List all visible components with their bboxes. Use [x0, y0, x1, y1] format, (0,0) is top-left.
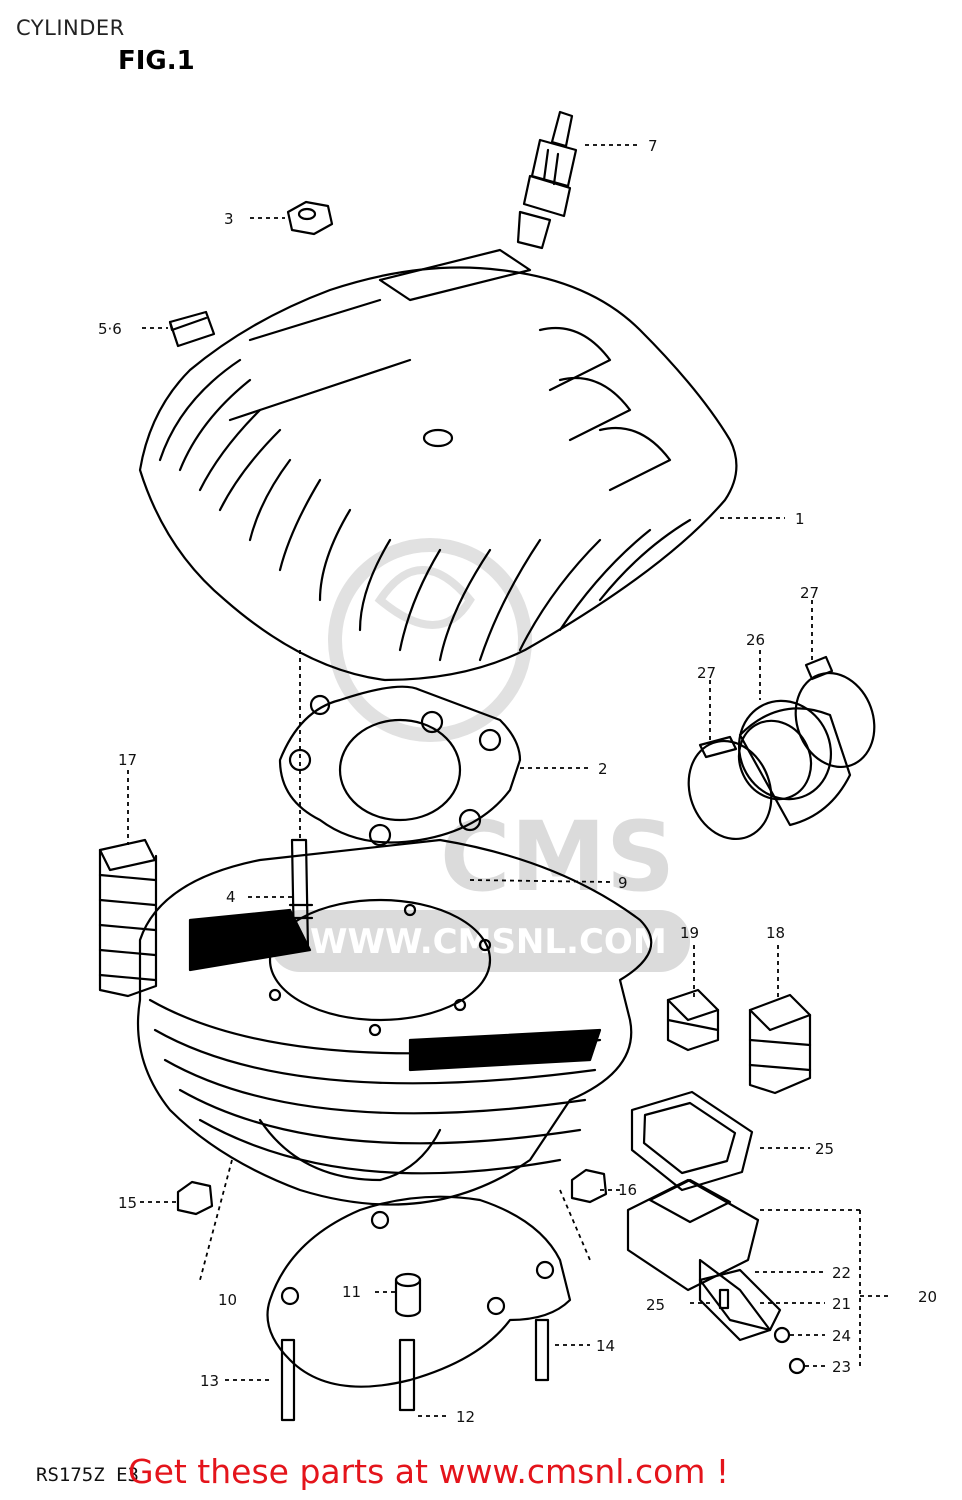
- rubber-stack-16: [98, 838, 158, 998]
- watermark-brand: CMS: [440, 801, 675, 913]
- callout-13: 14: [596, 1337, 615, 1355]
- callout-11: 12: [456, 1408, 475, 1426]
- stud-13: [534, 1318, 550, 1382]
- callout-9: 10: [218, 1291, 237, 1309]
- figure-label: FIG.1: [118, 46, 195, 76]
- callout-labels: 7 3 5·6 1 27 26 27 17 2 9 4 19 18 25 16 …: [98, 137, 937, 1426]
- cylinder-nut-left: [176, 1180, 214, 1216]
- spark-plug: [516, 110, 578, 250]
- callout-1: 1: [795, 510, 805, 528]
- callout-12: 13: [200, 1372, 219, 1390]
- washer-5-6: [168, 310, 216, 348]
- callout-21: 22: [832, 1264, 851, 1282]
- callout-10: 11: [342, 1283, 361, 1301]
- washer-23: [773, 1326, 791, 1344]
- stud-11: [398, 1338, 416, 1412]
- callout-24: 25: [815, 1140, 834, 1158]
- hose-clamp-27b: [794, 671, 876, 769]
- callout-23: 24: [832, 1327, 851, 1345]
- callout-8: 9: [618, 874, 628, 892]
- rubber-block-18: [666, 988, 720, 1052]
- cylinder-head: [138, 248, 738, 682]
- callout-4: 4: [226, 888, 236, 906]
- callout-25: 25: [646, 1296, 665, 1314]
- head-gasket: [278, 685, 522, 847]
- cylinder-nut-right: [570, 1168, 608, 1204]
- reed-valve-15: [626, 1178, 772, 1342]
- leader-lines: [127, 144, 890, 1417]
- callout-16: 17: [118, 751, 137, 769]
- callout-7: 7: [648, 137, 658, 155]
- rubber-block-17: [748, 993, 812, 1095]
- cylinder-block: [136, 838, 653, 1206]
- callout-27a: 27: [800, 584, 819, 602]
- callout-22: 23: [832, 1358, 851, 1376]
- callout-14: 15: [118, 1194, 137, 1212]
- callout-5-6: 5·6: [98, 320, 122, 338]
- hose-clamp-27a: [687, 739, 773, 841]
- callout-18: 19: [680, 924, 699, 942]
- head-nut: [286, 200, 334, 236]
- callout-17: 18: [766, 924, 785, 942]
- callout-20: 21: [832, 1295, 851, 1313]
- callout-19: 20: [918, 1288, 937, 1306]
- callout-3: 3: [224, 210, 234, 228]
- watermark: CMS WWW.CMSNL.COM: [270, 538, 690, 972]
- callout-27b: 27: [697, 664, 716, 682]
- dowel-pin: [394, 1272, 422, 1318]
- callout-26: 26: [746, 631, 765, 649]
- model-code: RS175Z E3: [36, 1464, 139, 1486]
- reed-gasket-24: [630, 1090, 754, 1192]
- reed-stopper: [698, 1268, 782, 1332]
- cta-link[interactable]: Get these parts at www.cmsnl.com !: [128, 1452, 730, 1491]
- page-title: CYLINDER: [16, 16, 125, 40]
- intake-pipe-26: [737, 699, 852, 827]
- callout-2: 2: [598, 760, 608, 778]
- screw-22: [788, 1357, 806, 1375]
- base-gasket: [266, 1195, 572, 1388]
- screw-25: [718, 1288, 730, 1310]
- callout-15: 16: [618, 1181, 637, 1199]
- stud-12: [280, 1338, 296, 1422]
